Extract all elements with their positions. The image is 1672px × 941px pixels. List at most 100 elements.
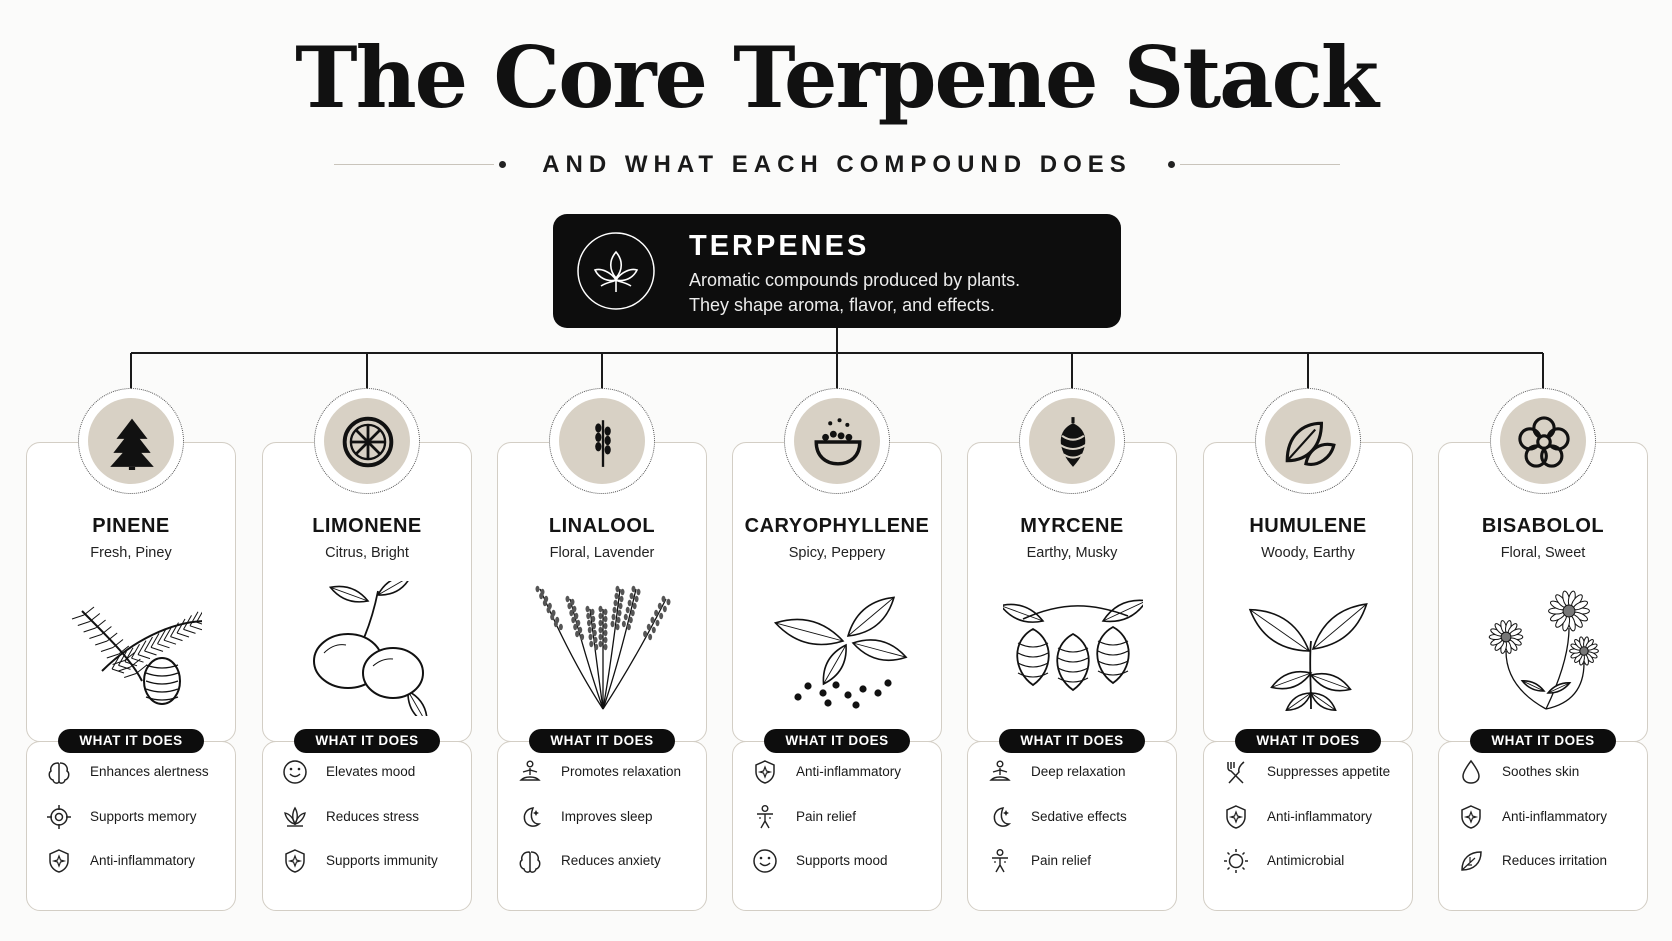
- terpene-icon-badge: [549, 388, 655, 494]
- shield-icon: [285, 849, 305, 873]
- effect-label: Anti-inflammatory: [90, 853, 196, 868]
- effect-item: Suppresses appetite: [1223, 757, 1403, 787]
- brain-icon: [48, 762, 70, 784]
- what-it-does-badge: WHAT IT DOES: [294, 729, 440, 753]
- lotus-icon: [284, 806, 306, 827]
- flower-icon: [1518, 416, 1570, 468]
- smile-icon: [753, 849, 777, 873]
- effect-item: Anti-inflammatory: [46, 846, 226, 876]
- effect-item: Reduces stress: [282, 802, 462, 832]
- effect-item: Deep relaxation: [987, 757, 1167, 787]
- drop-icon: [1462, 759, 1480, 784]
- effects-panel: [1438, 741, 1648, 911]
- effect-label: Antimicrobial: [1267, 853, 1345, 868]
- effect-label: Reduces anxiety: [561, 853, 661, 868]
- lavender-icon: [595, 420, 611, 467]
- effect-item: Supports mood: [752, 846, 932, 876]
- terpenes-root-node: TERPENES Aromatic compounds produced by …: [553, 214, 1121, 328]
- effect-item: Antimicrobial: [1223, 846, 1403, 876]
- terpene-name: CARYOPHYLLENE: [744, 515, 930, 537]
- terpene-name: HUMULENE: [1249, 515, 1367, 537]
- effect-label: Pain relief: [796, 809, 857, 824]
- effect-item: Pain relief: [987, 846, 1167, 876]
- effect-item: Supports memory: [46, 802, 226, 832]
- terpene-aroma: Floral, Lavender: [549, 545, 655, 561]
- effects-panel: [26, 741, 236, 911]
- effect-label: Enhances alertness: [90, 764, 209, 779]
- effect-item: Enhances alertness: [46, 757, 226, 787]
- effect-label: Supports mood: [796, 853, 888, 868]
- terpene-name: MYRCENE: [1020, 515, 1124, 537]
- effect-label: Reduces irritation: [1502, 853, 1608, 868]
- effect-label: Suppresses appetite: [1267, 764, 1391, 779]
- terpene-icon-badge: [1019, 388, 1125, 494]
- effect-item: Supports immunity: [282, 846, 462, 876]
- effect-item: Anti-inflammatory: [1458, 802, 1638, 832]
- divider-line: [1180, 164, 1340, 165]
- page-subtitle: AND WHAT EACH COMPOUND DOES: [542, 151, 1132, 178]
- root-description: Aromatic compounds produced by plants. T…: [689, 268, 1020, 318]
- effect-label: Deep relaxation: [1031, 764, 1126, 779]
- target-icon: [47, 805, 71, 829]
- effect-item: Anti-inflammatory: [1223, 802, 1403, 832]
- terpene-aroma: Citrus, Bright: [325, 545, 409, 561]
- brain-icon: [519, 851, 541, 873]
- effects-panel: [732, 741, 942, 911]
- effect-label: Supports memory: [90, 809, 197, 824]
- effect-label: Supports immunity: [326, 853, 438, 868]
- shield-icon: [49, 849, 69, 873]
- divider-dot: [499, 161, 506, 168]
- pine-branch-illustration: [71, 606, 202, 705]
- body-icon: [757, 805, 773, 829]
- what-it-does-badge: WHAT IT DOES: [1470, 729, 1616, 753]
- shield-icon: [1461, 805, 1481, 829]
- moon-icon: [523, 807, 542, 827]
- what-it-does-badge: WHAT IT DOES: [1235, 729, 1381, 753]
- shield-icon: [1226, 805, 1246, 829]
- citrus-slice-icon: [342, 416, 394, 468]
- root-desc-line: Aromatic compounds produced by plants.: [689, 270, 1021, 290]
- utensils-icon: [1227, 761, 1245, 784]
- effect-item: Anti-inflammatory: [752, 757, 932, 787]
- pepper-leaves-illustration: [773, 596, 908, 709]
- effect-label: Sedative effects: [1031, 809, 1127, 824]
- shield-icon: [755, 760, 775, 784]
- leaf-icon: [577, 232, 655, 310]
- moon-icon: [993, 807, 1012, 827]
- effect-label: Pain relief: [1031, 853, 1092, 868]
- smile-icon: [283, 760, 307, 784]
- effect-item: Promotes relaxation: [517, 757, 697, 787]
- hops-illustration: [1003, 599, 1143, 692]
- leaf-icon: [1461, 851, 1482, 871]
- pepper-bowl-icon: [814, 418, 862, 466]
- terpene-aroma: Fresh, Piney: [90, 545, 172, 561]
- effect-label: Anti-inflammatory: [1267, 809, 1373, 824]
- effect-item: Sedative effects: [987, 802, 1167, 832]
- effect-label: Reduces stress: [326, 809, 420, 824]
- terpene-aroma: Earthy, Musky: [1026, 545, 1118, 561]
- what-it-does-badge: WHAT IT DOES: [999, 729, 1145, 753]
- effect-item: Elevates mood: [282, 757, 462, 787]
- meditation-icon: [519, 760, 541, 781]
- sun-icon: [1224, 849, 1248, 873]
- divider-line: [334, 164, 494, 165]
- subtitle-row: AND WHAT EACH COMPOUND DOES: [334, 150, 1340, 180]
- effect-label: Elevates mood: [326, 764, 416, 779]
- terpene-name: BISABOLOL: [1481, 515, 1605, 537]
- terpene-icon-badge: [78, 388, 184, 494]
- terpene-aroma: Floral, Sweet: [1500, 545, 1586, 561]
- hop-icon: [1060, 417, 1086, 467]
- terpene-name: LIMONENE: [312, 515, 422, 537]
- icon-background: [1265, 398, 1351, 484]
- terpene-card-limonene: LIMONENE Citrus, Bright: [262, 442, 472, 742]
- root-title: TERPENES: [689, 230, 870, 262]
- root-desc-line: They shape aroma, flavor, and effects.: [689, 295, 995, 315]
- terpene-icon-badge: [1490, 388, 1596, 494]
- what-it-does-badge: WHAT IT DOES: [529, 729, 675, 753]
- terpene-aroma: Woody, Earthy: [1261, 545, 1355, 561]
- effect-item: Pain relief: [752, 802, 932, 832]
- leaves-illustration: [1248, 603, 1368, 712]
- chamomile-illustration: [1488, 590, 1599, 710]
- effect-item: Reduces irritation: [1458, 846, 1638, 876]
